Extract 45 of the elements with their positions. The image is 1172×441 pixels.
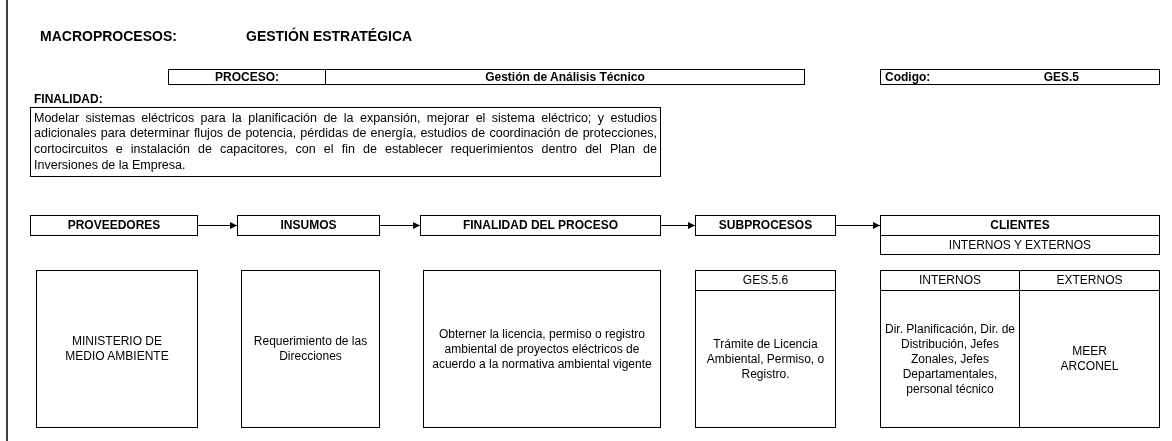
process-box: [880, 290, 1020, 428]
header-cell: [168, 69, 326, 85]
cell-text: MEER ARCONEL: [1059, 344, 1120, 374]
column-header: [420, 215, 661, 236]
cell-text: SUBPROCESOS: [718, 218, 813, 233]
column-header: [880, 215, 1160, 236]
arrow: [835, 222, 881, 229]
process-box: [36, 270, 198, 428]
cell-text: PROCESO:: [215, 69, 279, 85]
cell-text: Obterner la licencia, permiso o registro ambiental de proyectos eléctricos de acuerdo a la normativa ambiental vigente: [432, 326, 652, 372]
title-label: MACROPROCESOS:: [40, 28, 177, 44]
cell-text: EXTERNOS: [1056, 273, 1123, 288]
cell-text: Requerimiento de las Direcciones: [252, 334, 369, 364]
code-cell: [880, 69, 1160, 85]
subheader-cell: [1019, 270, 1160, 291]
arrow: [379, 222, 421, 229]
header-cell: [325, 69, 805, 85]
process-box: [241, 270, 380, 428]
cell-text: MINISTERIO DE MEDIO AMBIENTE: [64, 334, 170, 364]
cell-text: INSUMOS: [280, 218, 337, 233]
column-header: [30, 215, 198, 236]
subheader-cell: [880, 235, 1160, 255]
cell-text: Gestión de Análisis Técnico: [485, 69, 645, 85]
cell-text: Trámite de Licencia Ambiental, Permiso, o Registro.: [705, 336, 826, 382]
subheader-cell: [695, 270, 836, 291]
process-box: [1019, 290, 1160, 428]
section-label: FINALIDAD:: [34, 92, 103, 106]
cell-text: PROVEEDORES: [67, 218, 161, 233]
cell-text: FINALIDAD DEL PROCESO: [462, 218, 619, 233]
field-label: Codigo:: [885, 69, 931, 85]
title-label: GESTIÓN ESTRATÉGICA: [246, 28, 413, 44]
cell-text: GES.5.6: [742, 273, 789, 288]
arrow: [197, 222, 238, 229]
subheader-cell: [880, 270, 1020, 291]
process-box: [423, 270, 661, 428]
field-value: GES.5: [1043, 69, 1079, 85]
column-header: [237, 215, 380, 236]
arrow: [660, 222, 696, 229]
column-header: [695, 215, 836, 236]
cell-text: INTERNOS Y EXTERNOS: [948, 237, 1092, 253]
cell-text: INTERNOS: [919, 273, 981, 288]
cell-text: CLIENTES: [990, 218, 1050, 233]
cell-text: Modelar sistemas eléctricos para la planificación de la expansión, mejorar el sistema eléctrico; y estudios adicionales para determinar flujos de potencia, pérdidas de energía, estudios de coordinación de protecciones, cortocircuitos e instalación de capacitores, con el fin de establecer requerimientos dentro del Plan de Inversiones de la Empresa.: [34, 110, 657, 174]
process-box: [695, 290, 836, 428]
cell-text: Dir. Planificación, Dir. de Distribución, Jefes Zonales, Jefes Departamentales, personal técnico: [883, 321, 1017, 397]
